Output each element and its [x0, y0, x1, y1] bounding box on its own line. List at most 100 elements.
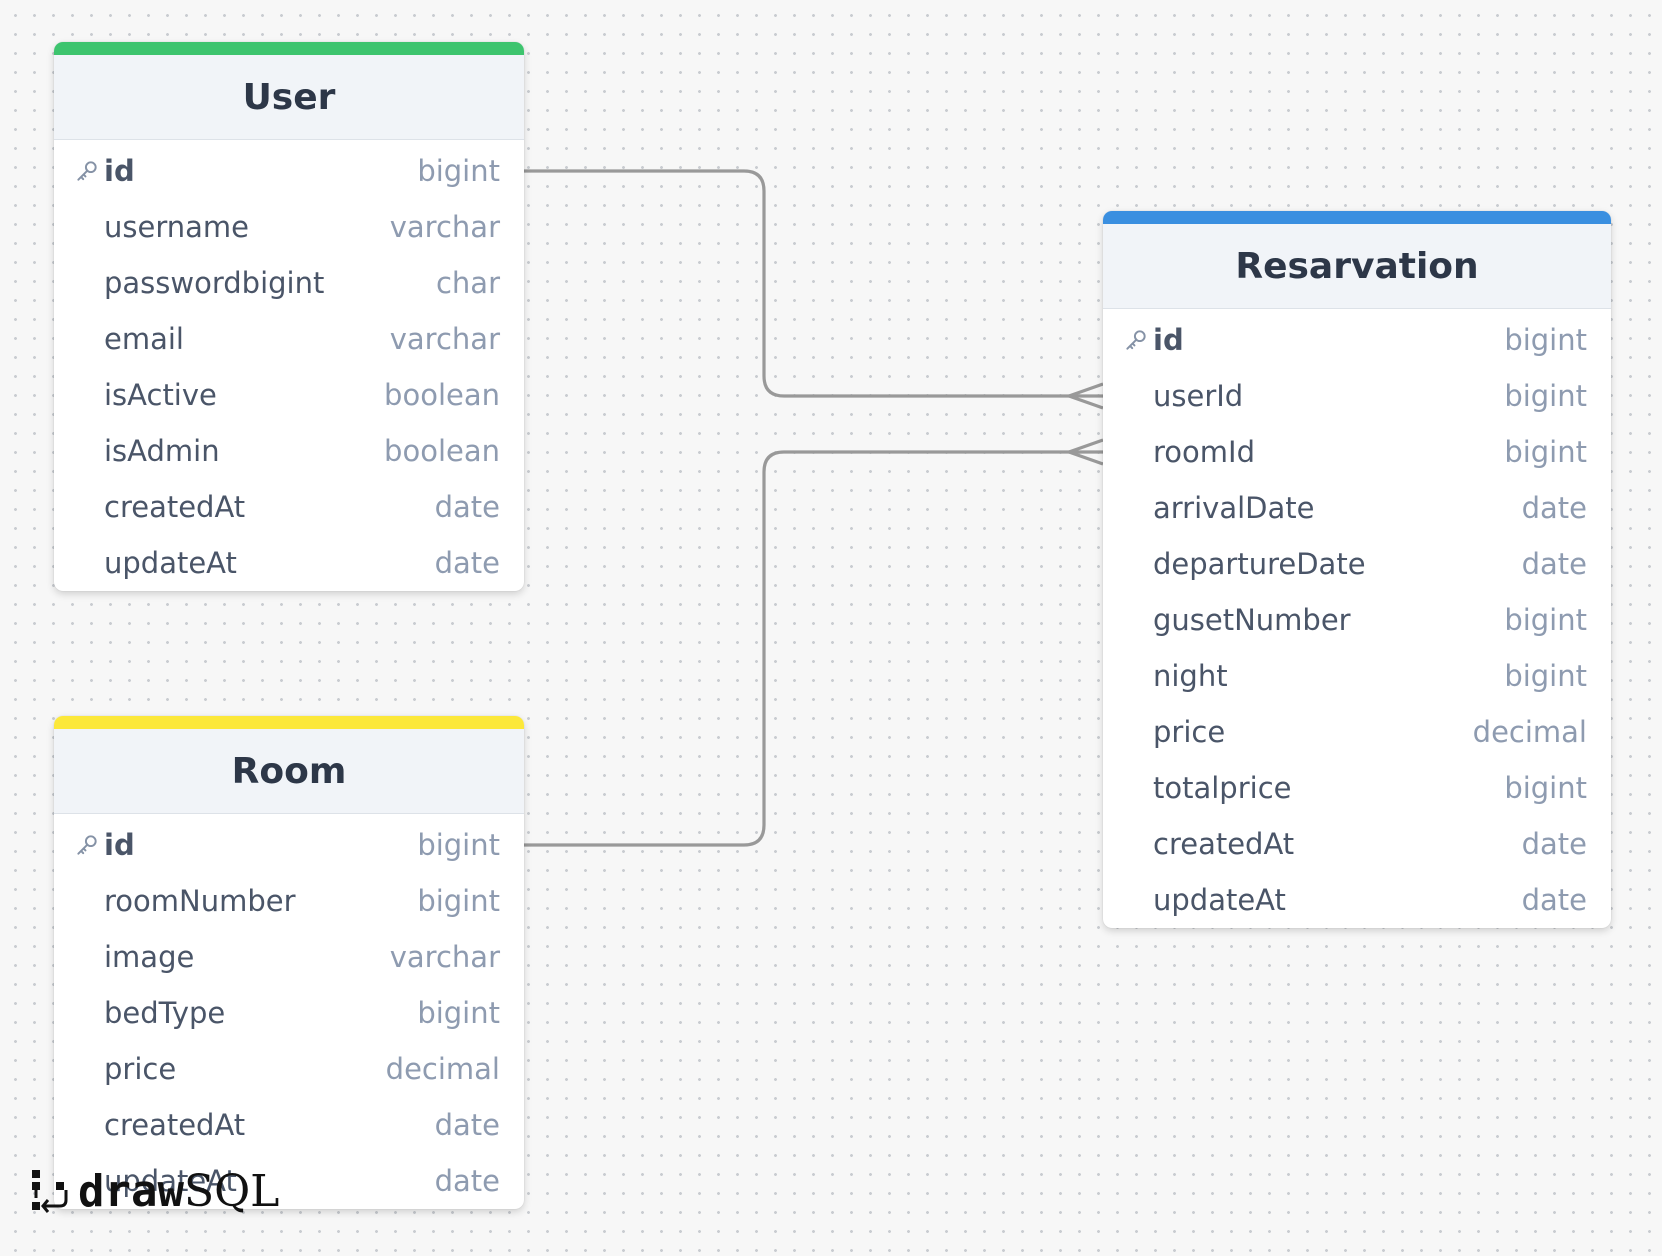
table-reservation-title: Resarvation — [1235, 245, 1479, 287]
column-name: gusetNumber — [1153, 603, 1351, 637]
column-name: createdAt — [104, 490, 246, 524]
column-row-room-price[interactable]: price decimal — [54, 1041, 524, 1097]
column-name: username — [104, 210, 249, 244]
column-name: bedType — [104, 996, 226, 1030]
column-type: date — [434, 1108, 500, 1142]
column-row-reservation-night[interactable]: night bigint — [1103, 648, 1611, 704]
drawsql-logo: draw SQL — [30, 1165, 280, 1217]
column-name: roomNumber — [104, 884, 296, 918]
table-reservation-header[interactable]: Resarvation — [1103, 211, 1611, 309]
column-type: bigint — [1504, 659, 1587, 693]
relation-line-room-reservation[interactable] — [524, 450, 1103, 847]
column-name: email — [104, 322, 184, 356]
crows-foot-many-icon — [1064, 438, 1104, 466]
column-type: bigint — [417, 884, 500, 918]
column-row-room-roomNumber[interactable]: roomNumber bigint — [54, 873, 524, 929]
column-row-room-image[interactable]: image varchar — [54, 929, 524, 985]
column-type: decimal — [1472, 715, 1587, 749]
column-type: bigint — [1504, 435, 1587, 469]
column-row-user-updateAt[interactable]: updateAt date — [54, 535, 524, 591]
column-name: night — [1153, 659, 1228, 693]
column-row-reservation-price[interactable]: price decimal — [1103, 704, 1611, 760]
column-name: updateAt — [1153, 883, 1286, 917]
table-user-title: User — [242, 76, 336, 118]
column-name: totalprice — [1153, 771, 1292, 805]
column-type: varchar — [389, 322, 500, 356]
column-type: date — [1521, 547, 1587, 581]
crows-foot-many-icon — [1064, 382, 1104, 410]
column-row-reservation-createdAt[interactable]: createdAt date — [1103, 816, 1611, 872]
table-room-title: Room — [231, 750, 347, 792]
column-type: date — [1521, 491, 1587, 525]
column-type: varchar — [389, 210, 500, 244]
column-type: date — [1521, 883, 1587, 917]
table-reservation[interactable]: Resarvation id bigint userId bigint roomId bi… — [1103, 211, 1611, 928]
column-type: date — [1521, 827, 1587, 861]
column-row-user-username[interactable]: username varchar — [54, 199, 524, 255]
column-row-reservation-roomId[interactable]: roomId bigint — [1103, 424, 1611, 480]
table-room-columns: id bigint roomNumber bigint image varchar bedT… — [54, 814, 524, 1209]
column-row-reservation-gusetNumber[interactable]: gusetNumber bigint — [1103, 592, 1611, 648]
column-name: id — [1153, 323, 1184, 357]
column-name: updateAt — [104, 546, 237, 580]
relation-line-user-reservation[interactable] — [524, 169, 1103, 398]
column-row-reservation-userId[interactable]: userId bigint — [1103, 368, 1611, 424]
drawsql-logo-draw: draw — [78, 1165, 184, 1217]
column-type: decimal — [385, 1052, 500, 1086]
column-row-reservation-totalprice[interactable]: totalprice bigint — [1103, 760, 1611, 816]
column-row-reservation-arrivalDate[interactable]: arrivalDate date — [1103, 480, 1611, 536]
column-row-user-id[interactable]: id bigint — [54, 143, 524, 199]
column-row-reservation-departureDate[interactable]: departureDate date — [1103, 536, 1611, 592]
column-row-reservation-id[interactable]: id bigint — [1103, 312, 1611, 368]
column-name: image — [104, 940, 195, 974]
drawsql-logo-icon — [32, 1170, 68, 1213]
column-name: createdAt — [104, 1108, 246, 1142]
column-type: boolean — [384, 434, 500, 468]
table-room[interactable]: Room id bigint roomNumber bigint image varcha… — [54, 716, 524, 1209]
column-type: varchar — [389, 940, 500, 974]
column-row-user-isAdmin[interactable]: isAdmin boolean — [54, 423, 524, 479]
column-type: boolean — [384, 378, 500, 412]
column-row-room-updateAt[interactable]: updateAt date — [54, 1153, 524, 1209]
column-name: createdAt — [1153, 827, 1295, 861]
column-type: date — [434, 1164, 500, 1198]
column-name: passwordbigint — [104, 266, 325, 300]
column-name: isAdmin — [104, 434, 220, 468]
column-type: bigint — [1504, 323, 1587, 357]
column-name: departureDate — [1153, 547, 1366, 581]
column-type: bigint — [417, 154, 500, 188]
column-type: bigint — [1504, 603, 1587, 637]
column-name: arrivalDate — [1153, 491, 1315, 525]
column-row-room-createdAt[interactable]: createdAt date — [54, 1097, 524, 1153]
column-name: updateAt — [104, 1164, 237, 1198]
table-reservation-columns: id bigint userId bigint roomId bigint arrivalD… — [1103, 309, 1611, 928]
column-type: bigint — [417, 996, 500, 1030]
table-user[interactable]: User id bigint username varchar passwordbigi… — [54, 42, 524, 591]
table-room-header[interactable]: Room — [54, 716, 524, 814]
primary-key-icon — [74, 156, 104, 186]
column-row-user-createdAt[interactable]: createdAt date — [54, 479, 524, 535]
column-type: bigint — [1504, 379, 1587, 413]
primary-key-icon — [74, 830, 104, 860]
column-row-room-bedType[interactable]: bedType bigint — [54, 985, 524, 1041]
column-type: date — [434, 546, 500, 580]
primary-key-icon — [1123, 325, 1153, 355]
column-row-reservation-updateAt[interactable]: updateAt date — [1103, 872, 1611, 928]
column-row-user-email[interactable]: email varchar — [54, 311, 524, 367]
table-user-header[interactable]: User — [54, 42, 524, 140]
column-name: price — [1153, 715, 1226, 749]
column-name: userId — [1153, 379, 1244, 413]
column-name: id — [104, 154, 135, 188]
column-name: id — [104, 828, 135, 862]
column-type: date — [434, 490, 500, 524]
column-type: bigint — [417, 828, 500, 862]
column-name: roomId — [1153, 435, 1255, 469]
column-name: isActive — [104, 378, 217, 412]
column-name: price — [104, 1052, 177, 1086]
column-type: bigint — [1504, 771, 1587, 805]
drawsql-logo-sql: SQL — [183, 1165, 280, 1217]
column-row-room-id[interactable]: id bigint — [54, 817, 524, 873]
column-row-user-isActive[interactable]: isActive boolean — [54, 367, 524, 423]
